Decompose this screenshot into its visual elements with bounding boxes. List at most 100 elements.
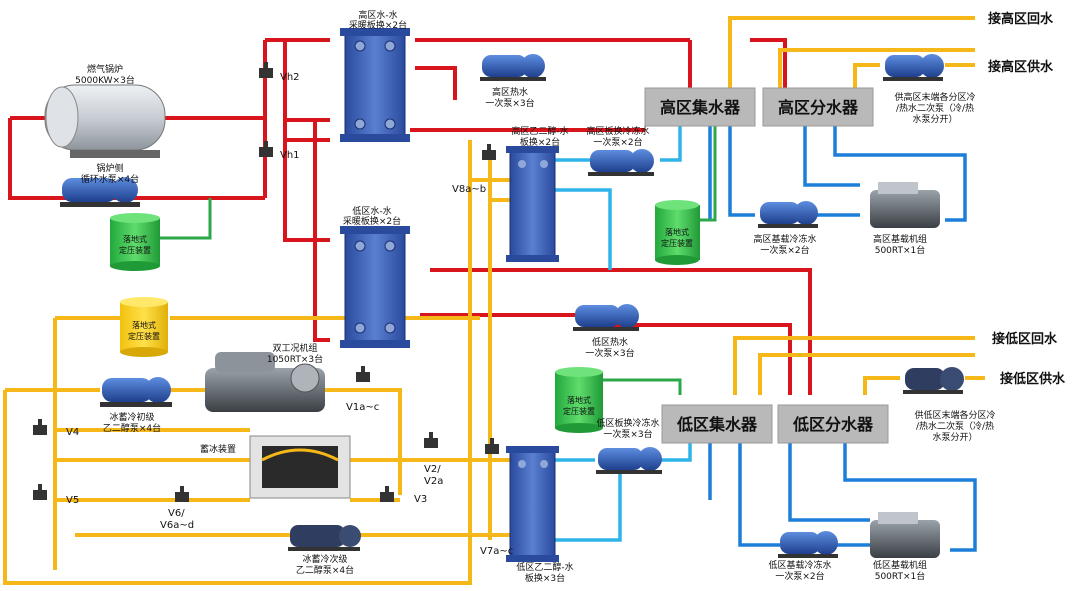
valve-label-vh2: Vh2	[280, 72, 300, 83]
pump-boiler-side	[60, 177, 140, 207]
pump-low-hot	[573, 304, 639, 331]
label-high-chiller-1: 高区基载机组	[873, 233, 927, 245]
label-boiler-name: 燃气锅炉	[87, 63, 123, 75]
valve-icon-v5	[33, 484, 47, 500]
label-high-glycol-hx-2: 板换×2台	[520, 136, 560, 148]
pump-low-base	[778, 531, 838, 558]
valve-icon-vh1	[259, 141, 273, 157]
dark-blue-chilled-pipes	[708, 125, 977, 552]
pipes	[3, 16, 985, 585]
valve-label-v2-2: V2a	[424, 476, 443, 487]
label-low-glycol-hx-2: 板换×3台	[525, 572, 565, 584]
label-ice-storage: 蓄冰装置	[200, 443, 236, 455]
valve-label-v6-1: V6/	[168, 508, 185, 519]
label-hx-low-ww-1: 低区水-水	[352, 205, 391, 217]
heat-exchanger-low-glycol	[506, 446, 559, 562]
label-pressure-tank-low-2: 定压装置	[563, 406, 595, 416]
label-low-return: 接低区回水	[992, 331, 1058, 347]
pump-high-secondary	[883, 54, 944, 81]
label-pressure-tank-boiler-2: 定压装置	[119, 245, 151, 255]
label-high-hx-cold-pump-2: 一次泵×2台	[593, 136, 642, 148]
chiller-low-base	[870, 512, 940, 558]
header-low-distributor	[777, 404, 889, 444]
pumps	[60, 54, 964, 558]
label-high-supply: 接高区供水	[988, 59, 1054, 75]
label-pressure-tank-glycol-1: 落地式	[132, 320, 156, 330]
valve-icon-v3	[380, 486, 394, 502]
pump-high-hot	[480, 54, 546, 81]
label-pressure-tank-boiler-1: 落地式	[123, 234, 147, 244]
header-high-distributor	[762, 87, 874, 127]
label-boiler-spec: 5000KW×3台	[75, 74, 135, 86]
pump-low-secondary	[903, 367, 964, 394]
label-low-sec-pump-3: 水泵分开）	[932, 431, 977, 443]
label-high-distributor: 高区分水器	[778, 98, 859, 117]
pressure-tank-glycol	[120, 297, 168, 357]
valve-label-v6-2: V6a~d	[160, 520, 194, 531]
label-pressure-tank-low-1: 落地式	[567, 395, 591, 405]
label-high-hot-pump-2: 一次泵×3台	[485, 97, 534, 109]
valve-icon-v6	[175, 486, 189, 502]
label-ice-pump-1-2: 乙二醇泵×4台	[103, 422, 161, 434]
header-low-collector	[661, 404, 773, 444]
label-hx-high-ww-2: 采暖板换×2台	[349, 19, 407, 31]
label-high-sec-pump-1: 供高区末端各分区冷	[894, 91, 975, 103]
header-high-collector	[644, 87, 756, 127]
green-pressure-pipes	[160, 125, 717, 395]
heat-exchanger-low-ww	[340, 226, 410, 348]
label-low-glycol-hx-1: 低区乙二醇-水	[516, 561, 573, 573]
label-low-chiller-1: 低区基载机组	[873, 559, 927, 571]
label-boiler-pump-2: 循环水泵×4台	[81, 173, 139, 185]
label-high-hot-pump-1: 高区热水	[492, 86, 528, 98]
ice-storage-tank	[249, 435, 351, 499]
pump-high-base	[758, 201, 818, 228]
label-high-sec-pump-2: /热水二次泵（冷/热	[896, 102, 974, 114]
valve-label-v3: V3	[414, 494, 427, 505]
label-ice-pump-2-2: 乙二醇泵×4台	[296, 564, 354, 576]
label-low-hot-pump-2: 一次泵×3台	[585, 347, 634, 359]
label-hx-low-ww-2: 采暖板换×2台	[343, 215, 401, 227]
valve-label-v2-1: V2/	[424, 464, 441, 475]
valve-icon-v4	[33, 419, 47, 435]
label-low-distributor: 低区分水器	[792, 415, 874, 434]
label-low-base-pump-1: 低区基载冷冻水	[768, 559, 831, 571]
yellow-glycol-pipes	[3, 16, 985, 585]
label-low-hx-cold-pump-2: 一次泵×3台	[603, 428, 652, 440]
label-high-base-pump-2: 一次泵×2台	[760, 244, 809, 256]
pump-ice-secondary	[288, 525, 361, 551]
label-hx-high-ww-1: 高区水-水	[358, 9, 397, 21]
label-high-glycol-hx-1: 高区乙二醇-水	[511, 125, 568, 137]
label-dual-chiller-2: 1050RT×3台	[267, 353, 323, 365]
valve-icon-v1	[356, 366, 370, 382]
label-dual-chiller-1: 双工况机组	[272, 342, 317, 354]
valve-icon-v7	[485, 438, 499, 454]
label-high-chiller-2: 500RT×1台	[875, 244, 926, 256]
label-ice-pump-2-1: 冰蓄冷次级	[302, 553, 347, 565]
heat-exchanger-high-glycol	[506, 146, 559, 262]
valve-label-v4: V4	[66, 427, 79, 438]
chiller-dual-mode	[205, 352, 325, 412]
valve-icon-vh2	[259, 62, 273, 78]
text-labels: 燃气锅炉 5000KW×3台 锅炉侧 循环水泵×4台 高区水-水 采暖板换×2台…	[75, 9, 1066, 584]
pressure-tank-low	[555, 367, 603, 433]
label-pressure-tank-high-1: 落地式	[665, 227, 689, 237]
label-low-supply: 接低区供水	[1000, 371, 1066, 387]
label-low-sec-pump-2: /热水二次泵（冷/热	[916, 420, 994, 432]
chiller-high-base	[870, 182, 940, 228]
pump-low-hx-cold	[596, 447, 662, 474]
label-low-sec-pump-1: 供低区末端各分区冷	[914, 409, 995, 421]
label-low-base-pump-2: 一次泵×2台	[775, 570, 824, 582]
label-high-base-pump-1: 高区基载冷冻水	[753, 233, 816, 245]
pressure-tank-high	[655, 200, 700, 265]
valve-label-v8: V8a~b	[452, 184, 486, 195]
valve-icons	[33, 62, 499, 502]
valve-icon-v8	[482, 144, 496, 160]
label-pressure-tank-high-2: 定压装置	[661, 238, 693, 248]
label-high-collector: 高区集水器	[660, 98, 741, 117]
light-blue-pipes	[555, 125, 692, 542]
label-high-hx-cold-pump-1: 高区板换冷冻水	[586, 125, 649, 137]
valve-labels: Vh2 Vh1 V8a~b V1a~c V4 V5 V2/ V2a V3 V6/…	[66, 72, 513, 557]
heat-exchanger-high-ww	[340, 28, 410, 142]
gas-boiler	[44, 84, 166, 158]
